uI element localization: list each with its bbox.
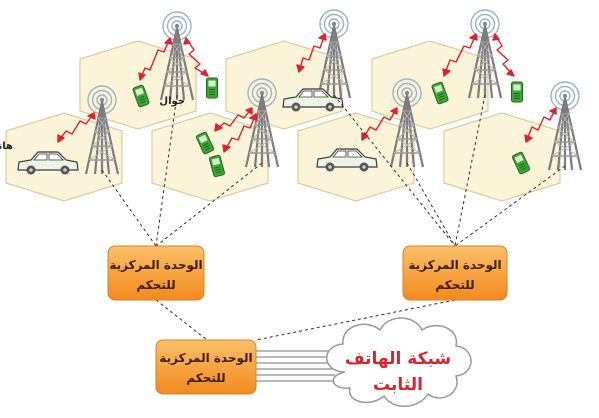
- car-phone-label: هاتف سيارة: [0, 141, 13, 152]
- svg-text:للتحكم: للتحكم: [186, 371, 225, 385]
- control-unit-bottom: الوحدة المركزية للتحكم: [155, 339, 257, 395]
- fixed-network-label-2: الثابت: [373, 375, 423, 395]
- hex-cell: [225, 40, 343, 130]
- hex-cell: [443, 112, 561, 202]
- svg-text:الوحدة المركزية: الوحدة المركزية: [408, 258, 501, 273]
- trunk-lines: [256, 350, 335, 382]
- svg-text:للتحكم: للتحكم: [136, 278, 175, 292]
- fixed-network-label: شبكة الهاتف: [345, 349, 451, 369]
- hex-cell: [151, 112, 269, 202]
- svg-text:للتحكم: للتحكم: [435, 278, 474, 292]
- hex-cell: [5, 112, 123, 202]
- control-unit-left: الوحدة المركزية للتحكم: [107, 245, 205, 301]
- mobile-phone-icon: [206, 77, 218, 99]
- control-links: [101, 94, 566, 341]
- hex-cell: [371, 40, 489, 130]
- svg-text:الوحدة المركزية: الوحدة المركزية: [159, 351, 252, 366]
- mobile-phone-icon: [511, 81, 523, 103]
- control-unit-right: الوحدة المركزية للتحكم: [402, 245, 508, 301]
- fixed-network-cloud: شبكة الهاتف الثابت: [326, 317, 472, 407]
- cloud-icon: [326, 317, 472, 407]
- mobile-label: جوال: [159, 96, 185, 107]
- svg-text:الوحدة المركزية: الوحدة المركزية: [109, 258, 202, 273]
- signal-links: [57, 33, 557, 153]
